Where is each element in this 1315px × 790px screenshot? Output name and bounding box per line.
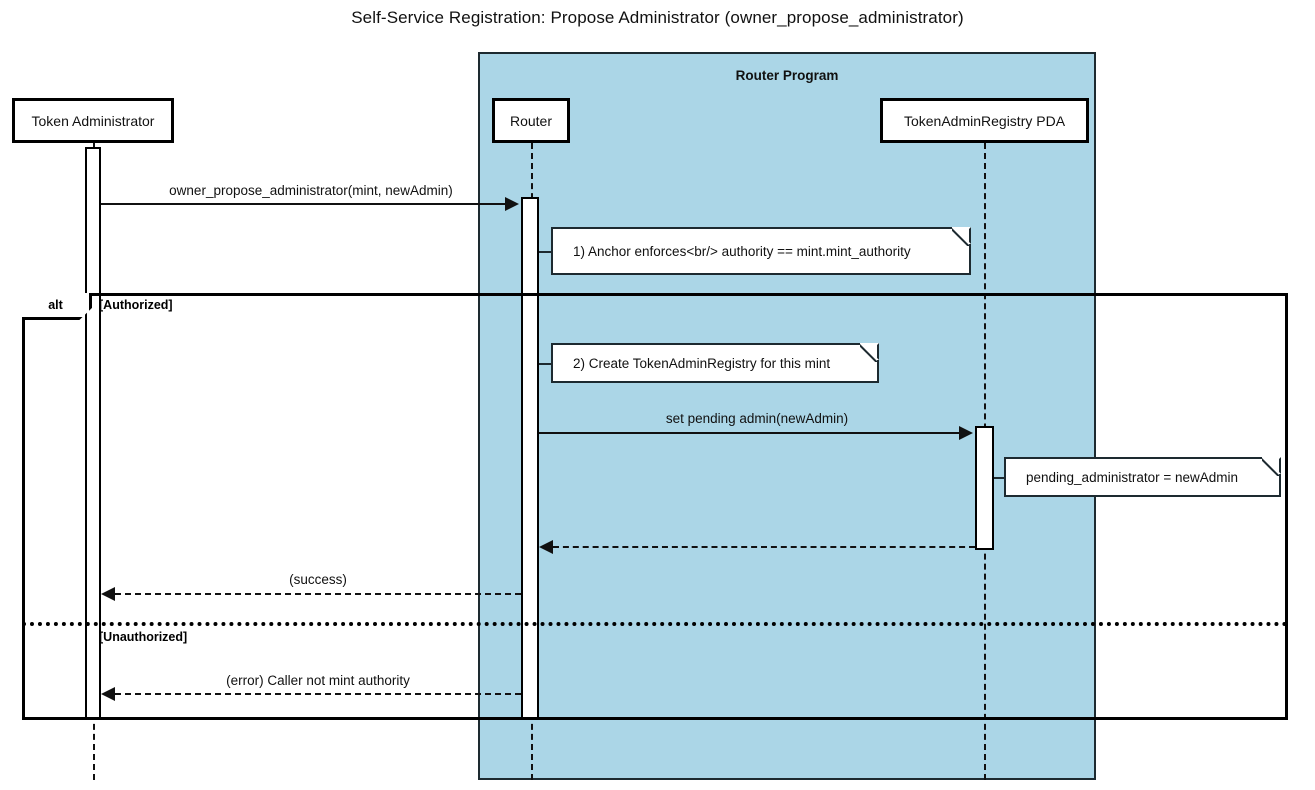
participant-token-admin-registry-pda[interactable]: TokenAdminRegistry PDA (880, 98, 1089, 143)
participant-label-token-admin-registry-pda: TokenAdminRegistry PDA (903, 112, 1066, 129)
message-line-error (115, 693, 521, 695)
note-text-create-registry: 2) Create TokenAdminRegistry for this mi… (573, 355, 831, 371)
note-anchor-enforces: 1) Anchor enforces<br/> authority == min… (551, 227, 971, 275)
fragment-operator-alt: alt (22, 293, 92, 320)
message-label-error: (error) Caller not mint authority (226, 673, 410, 688)
message-arrowhead-propose (505, 197, 519, 211)
note-text-pending-administrator: pending_administrator = newAdmin (1026, 469, 1238, 485)
message-label-set-pending-admin: set pending admin(newAdmin) (665, 411, 849, 426)
message-label-propose: owner_propose_administrator(mint, newAdm… (169, 183, 453, 198)
note-create-registry: 2) Create TokenAdminRegistry for this mi… (551, 343, 879, 383)
fragment-condition-unauthorized: [Unauthorized] (99, 630, 188, 644)
fragment-condition-authorized: [Authorized] (99, 298, 173, 312)
message-arrowhead-set-pending-admin (959, 426, 973, 440)
participant-token-administrator[interactable]: Token Administrator (12, 98, 174, 143)
note-text-anchor-enforces: 1) Anchor enforces<br/> authority == min… (573, 243, 911, 259)
note-fold-corner-create-registry (860, 343, 879, 362)
participant-router[interactable]: Router (492, 98, 570, 143)
message-line-pda-return (553, 546, 975, 548)
message-line-propose (101, 203, 507, 205)
message-line-set-pending-admin (539, 432, 961, 434)
fragment-operator-label: alt (48, 298, 63, 312)
note-connector-pending-administrator (994, 477, 1006, 479)
note-pending-administrator: pending_administrator = newAdmin (1004, 457, 1281, 497)
note-fold-corner-pending-administrator (1262, 457, 1281, 476)
group-label-router-program: Router Program (735, 68, 839, 83)
note-fold-corner-anchor-enforces (952, 227, 971, 246)
message-arrowhead-pda-return (539, 540, 553, 554)
activation-token-admin-registry-pda (975, 426, 994, 550)
message-line-success (115, 593, 521, 595)
message-arrowhead-success (101, 587, 115, 601)
participant-label-token-administrator: Token Administrator (31, 112, 155, 129)
activation-router (521, 197, 539, 720)
message-label-success: (success) (289, 572, 347, 587)
group-box-router-program: Router Program (478, 52, 1096, 780)
participant-label-router: Router (509, 112, 553, 129)
note-connector-anchor-enforces (539, 251, 553, 253)
note-connector-create-registry (539, 363, 553, 365)
page-title: Self-Service Registration: Propose Admin… (351, 8, 964, 27)
message-arrowhead-error (101, 687, 115, 701)
fragment-divider (22, 622, 1288, 626)
